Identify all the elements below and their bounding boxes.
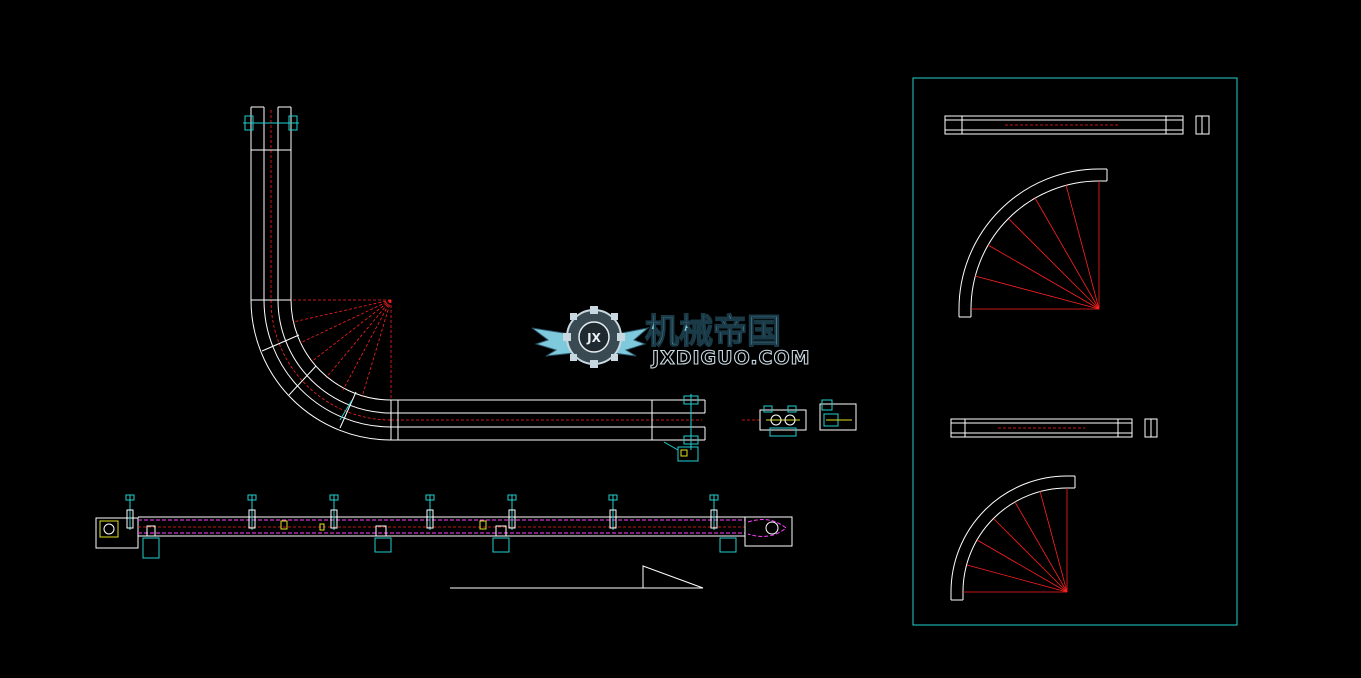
parts-detail-sheet (912, 77, 1238, 626)
logo-badge-text: JX (586, 331, 601, 345)
logo-site-url: JXDIGUO.COM (650, 347, 811, 369)
site-logo: JX 机械帝国 JXDIGUO.COM (531, 306, 811, 370)
logo-name-cn: 机械帝国 (645, 312, 781, 352)
gear-icon (563, 306, 625, 368)
drive-unit-detail (742, 399, 857, 437)
curved-conveyor-plan (243, 106, 706, 462)
conveyor-side-elevation (95, 494, 793, 559)
section-symbol (450, 565, 704, 589)
